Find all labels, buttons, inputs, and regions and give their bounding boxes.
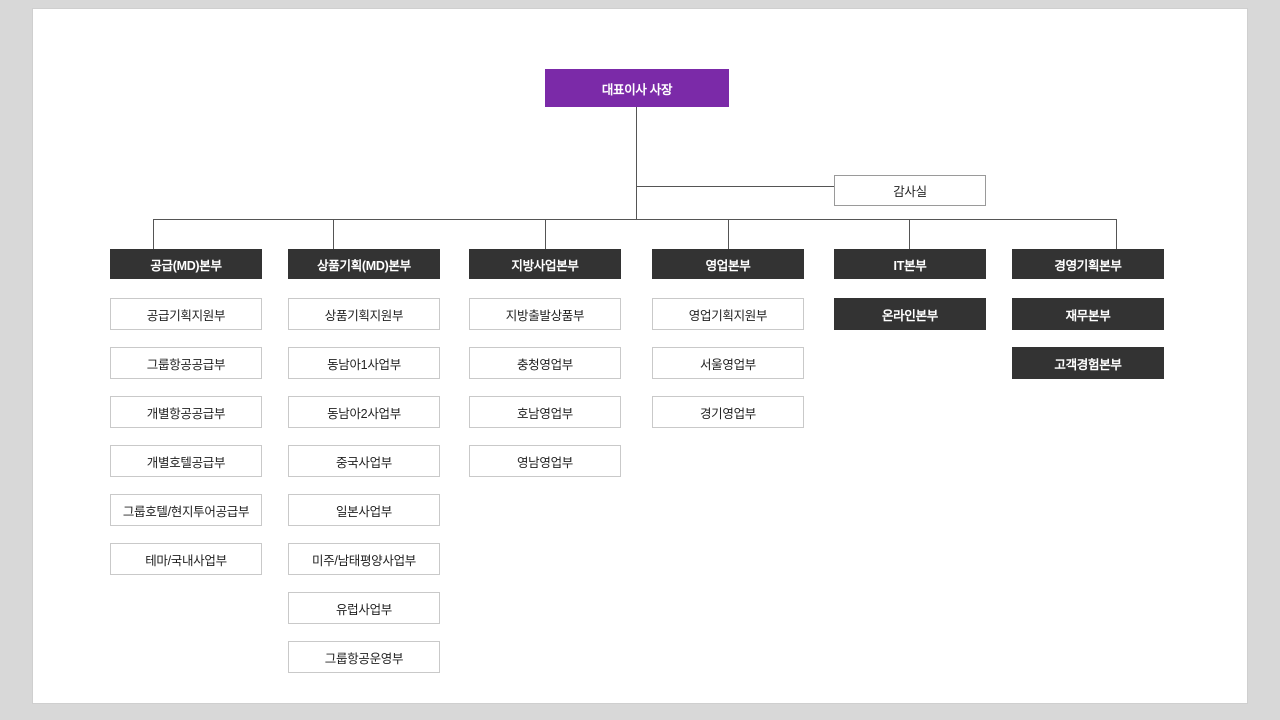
node-dept-2-5[interactable]: 일본사업부 bbox=[288, 494, 440, 526]
node-division-head-4-label: 영업본부 bbox=[705, 258, 751, 273]
connector-bus-horizontal bbox=[153, 219, 1116, 220]
node-dept-1-3[interactable]: 개별항공공급부 bbox=[110, 396, 262, 428]
node-dept-3-4[interactable]: 영남영업부 bbox=[469, 445, 621, 477]
node-division-head-2-label: 상품기획(MD)본부 bbox=[317, 258, 411, 273]
node-dept-1-4[interactable]: 개별호텔공급부 bbox=[110, 445, 262, 477]
node-dept-1-2[interactable]: 그룹항공공급부 bbox=[110, 347, 262, 379]
node-audit-office[interactable]: 감사실 bbox=[834, 175, 986, 206]
node-dept-2-3-label: 동남아2사업부 bbox=[327, 406, 401, 421]
connector-drop-5 bbox=[909, 219, 910, 251]
node-dept-2-8[interactable]: 그룹항공운영부 bbox=[288, 641, 440, 673]
node-dept-4-3-label: 경기영업부 bbox=[699, 406, 756, 421]
org-chart-canvas: 대표이사 사장 감사실 공급(MD)본부 공급기획지원부 그룹항공공급부 개별항… bbox=[32, 8, 1248, 704]
node-dept-1-5[interactable]: 그룹호텔/현지투어공급부 bbox=[110, 494, 262, 526]
node-dept-4-3[interactable]: 경기영업부 bbox=[652, 396, 804, 428]
connector-drop-1 bbox=[153, 219, 154, 251]
node-division-head-1[interactable]: 공급(MD)본부 bbox=[110, 249, 262, 279]
node-dept-3-2-label: 충청영업부 bbox=[516, 357, 573, 372]
node-dept-2-5-label: 일본사업부 bbox=[335, 504, 392, 519]
node-dept-1-6-label: 테마/국내사업부 bbox=[145, 553, 227, 568]
node-division-head-6-label: 경영기획본부 bbox=[1054, 258, 1122, 273]
node-dept-1-3-label: 개별항공공급부 bbox=[146, 406, 226, 421]
node-dept-2-3[interactable]: 동남아2사업부 bbox=[288, 396, 440, 428]
node-dept-4-1-label: 영업기획지원부 bbox=[688, 308, 768, 323]
node-dept-1-2-label: 그룹항공공급부 bbox=[146, 357, 226, 372]
node-dept-3-2[interactable]: 충청영업부 bbox=[469, 347, 621, 379]
node-dept-1-6[interactable]: 테마/국내사업부 bbox=[110, 543, 262, 575]
node-dept-2-7-label: 유럽사업부 bbox=[335, 602, 392, 617]
connector-staff-horizontal bbox=[636, 186, 834, 187]
node-dept-2-4[interactable]: 중국사업부 bbox=[288, 445, 440, 477]
node-division-head-6[interactable]: 경영기획본부 bbox=[1012, 249, 1164, 279]
node-dept-5-1-label: 온라인본부 bbox=[881, 308, 938, 323]
node-dept-1-1[interactable]: 공급기획지원부 bbox=[110, 298, 262, 330]
node-dept-3-1-label: 지방출발상품부 bbox=[505, 308, 585, 323]
node-dept-2-2[interactable]: 동남아1사업부 bbox=[288, 347, 440, 379]
node-dept-4-1[interactable]: 영업기획지원부 bbox=[652, 298, 804, 330]
connector-drop-3 bbox=[545, 219, 546, 251]
node-division-head-5[interactable]: IT본부 bbox=[834, 249, 986, 279]
connector-drop-2 bbox=[333, 219, 334, 251]
node-dept-2-2-label: 동남아1사업부 bbox=[327, 357, 401, 372]
node-dept-2-4-label: 중국사업부 bbox=[335, 455, 392, 470]
node-dept-2-6-label: 미주/남태평양사업부 bbox=[312, 553, 416, 568]
node-dept-6-2-label: 고객경험본부 bbox=[1054, 357, 1122, 372]
node-dept-6-2[interactable]: 고객경험본부 bbox=[1012, 347, 1164, 379]
node-dept-2-1[interactable]: 상품기획지원부 bbox=[288, 298, 440, 330]
node-division-head-3[interactable]: 지방사업본부 bbox=[469, 249, 621, 279]
node-dept-1-4-label: 개별호텔공급부 bbox=[146, 455, 226, 470]
node-division-head-2[interactable]: 상품기획(MD)본부 bbox=[288, 249, 440, 279]
node-division-head-1-label: 공급(MD)본부 bbox=[150, 258, 222, 273]
connector-root-vertical bbox=[636, 77, 637, 194]
node-dept-3-1[interactable]: 지방출발상품부 bbox=[469, 298, 621, 330]
node-root[interactable]: 대표이사 사장 bbox=[545, 69, 729, 107]
node-division-head-4[interactable]: 영업본부 bbox=[652, 249, 804, 279]
node-dept-1-1-label: 공급기획지원부 bbox=[146, 308, 226, 323]
node-dept-2-7[interactable]: 유럽사업부 bbox=[288, 592, 440, 624]
connector-drop-6 bbox=[1116, 219, 1117, 251]
node-dept-3-3-label: 호남영업부 bbox=[516, 406, 573, 421]
node-dept-3-3[interactable]: 호남영업부 bbox=[469, 396, 621, 428]
node-division-head-3-label: 지방사업본부 bbox=[511, 258, 579, 273]
node-dept-3-4-label: 영남영업부 bbox=[516, 455, 573, 470]
node-audit-office-label: 감사실 bbox=[893, 185, 927, 199]
node-dept-1-5-label: 그룹호텔/현지투어공급부 bbox=[122, 504, 250, 519]
node-division-head-5-label: IT본부 bbox=[893, 258, 927, 273]
node-dept-5-1[interactable]: 온라인본부 bbox=[834, 298, 986, 330]
connector-drop-4 bbox=[728, 219, 729, 251]
connector-root-to-bus bbox=[636, 194, 637, 219]
node-root-label: 대표이사 사장 bbox=[601, 82, 673, 97]
node-dept-2-8-label: 그룹항공운영부 bbox=[324, 651, 404, 666]
node-dept-6-1[interactable]: 재무본부 bbox=[1012, 298, 1164, 330]
node-dept-2-6[interactable]: 미주/남태평양사업부 bbox=[288, 543, 440, 575]
node-dept-6-1-label: 재무본부 bbox=[1065, 308, 1111, 323]
node-dept-4-2[interactable]: 서울영업부 bbox=[652, 347, 804, 379]
node-dept-4-2-label: 서울영업부 bbox=[699, 357, 756, 372]
node-dept-2-1-label: 상품기획지원부 bbox=[324, 308, 404, 323]
